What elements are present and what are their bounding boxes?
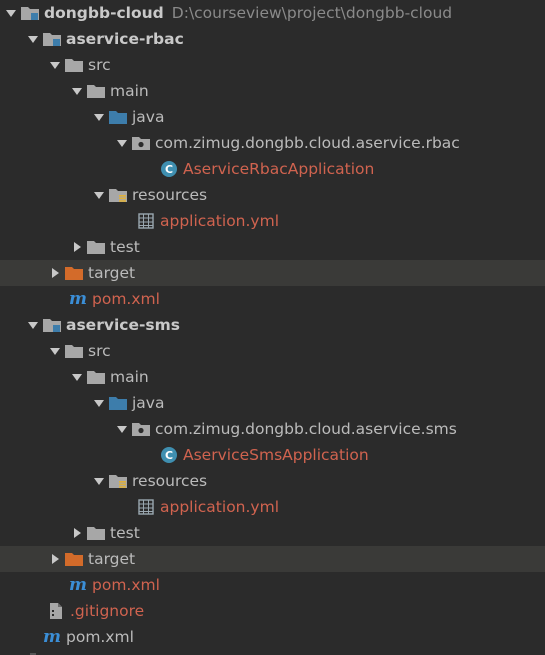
tree-node-gitignore[interactable]: .gitignore xyxy=(0,598,545,624)
tree-node-rbac-resources[interactable]: resources xyxy=(0,182,545,208)
excluded-folder-icon xyxy=(64,549,84,569)
tree-node-rbac-config[interactable]: application.yml xyxy=(0,208,545,234)
chevron-down-icon[interactable] xyxy=(24,312,42,338)
tree-node-sms-test[interactable]: test xyxy=(0,520,545,546)
git-file-icon xyxy=(46,601,66,621)
gitignore-label: .gitignore xyxy=(70,602,145,620)
tree-node-sms-pom[interactable]: m pom.xml xyxy=(0,572,545,598)
tree-node-sms-src[interactable]: src xyxy=(0,338,545,364)
module-folder-icon xyxy=(20,3,40,23)
folder-icon xyxy=(64,341,84,361)
chevron-down-icon[interactable] xyxy=(46,52,64,78)
folder-icon xyxy=(86,81,106,101)
module-folder-icon xyxy=(42,315,62,335)
sms-main-label: main xyxy=(110,368,149,386)
maven-icon: m xyxy=(69,289,87,309)
sms-resources-label: resources xyxy=(132,472,208,490)
chevron-down-icon[interactable] xyxy=(68,78,86,104)
rbac-config-label: application.yml xyxy=(160,212,280,230)
rbac-module-name: aservice-rbac xyxy=(66,30,184,48)
rbac-target-label: target xyxy=(88,264,136,282)
root-path: D:\courseview\project\dongbb-cloud xyxy=(171,4,453,22)
yml-file-icon xyxy=(136,211,156,231)
rbac-test-label: test xyxy=(110,238,140,256)
tree-node-rbac-target[interactable]: target xyxy=(0,260,545,286)
chevron-right-icon[interactable] xyxy=(68,234,86,260)
rbac-pom-label: pom.xml xyxy=(92,290,160,308)
yml-file-icon xyxy=(136,497,156,517)
folder-icon xyxy=(64,55,84,75)
folder-icon xyxy=(86,237,106,257)
sms-java-label: java xyxy=(132,394,165,412)
sms-app-class-label: AserviceSmsApplication xyxy=(183,446,369,464)
tree-node-sms-target[interactable]: target xyxy=(0,546,545,572)
spring-class-icon: C xyxy=(159,445,179,465)
tree-node-sms-main[interactable]: main xyxy=(0,364,545,390)
resources-folder-icon xyxy=(108,471,128,491)
root-name: dongbb-cloud xyxy=(44,4,164,22)
chevron-down-icon[interactable] xyxy=(90,182,108,208)
tree-node-rbac-package[interactable]: com.zimug.dongbb.cloud.aservice.rbac xyxy=(0,130,545,156)
folder-icon xyxy=(86,523,106,543)
tree-node-root[interactable]: dongbb-cloud D:\courseview\project\dongb… xyxy=(0,0,545,26)
sms-package-label: com.zimug.dongbb.cloud.aservice.sms xyxy=(155,420,457,438)
tree-node-rbac-test[interactable]: test xyxy=(0,234,545,260)
tree-node-rbac-module[interactable]: aservice-rbac xyxy=(0,26,545,52)
sms-pom-label: pom.xml xyxy=(92,576,160,594)
rbac-java-label: java xyxy=(132,108,165,126)
maven-icon: m xyxy=(43,627,61,647)
tree-node-sms-module[interactable]: aservice-sms xyxy=(0,312,545,338)
chevron-down-icon[interactable] xyxy=(90,468,108,494)
rbac-main-label: main xyxy=(110,82,149,100)
package-icon xyxy=(131,133,151,153)
chevron-down-icon[interactable] xyxy=(68,364,86,390)
package-icon xyxy=(131,419,151,439)
source-folder-icon xyxy=(108,107,128,127)
tree-node-rbac-main[interactable]: main xyxy=(0,78,545,104)
rbac-app-class-label: AserviceRbacApplication xyxy=(183,160,375,178)
tree-node-sms-package[interactable]: com.zimug.dongbb.cloud.aservice.sms xyxy=(0,416,545,442)
scroll-indicator xyxy=(30,653,36,655)
tree-node-sms-app-class[interactable]: C AserviceSmsApplication xyxy=(0,442,545,468)
module-folder-icon xyxy=(42,29,62,49)
sms-module-name: aservice-sms xyxy=(66,316,180,334)
chevron-right-icon[interactable] xyxy=(68,520,86,546)
chevron-down-icon[interactable] xyxy=(2,0,20,26)
tree-node-sms-java[interactable]: java xyxy=(0,390,545,416)
source-folder-icon xyxy=(108,393,128,413)
maven-icon: m xyxy=(69,575,87,595)
chevron-down-icon[interactable] xyxy=(113,416,131,442)
tree-node-rbac-src[interactable]: src xyxy=(0,52,545,78)
resources-folder-icon xyxy=(108,185,128,205)
spring-class-icon: C xyxy=(159,159,179,179)
folder-icon xyxy=(86,367,106,387)
tree-node-rbac-app-class[interactable]: C AserviceRbacApplication xyxy=(0,156,545,182)
tree-node-rbac-java[interactable]: java xyxy=(0,104,545,130)
sms-test-label: test xyxy=(110,524,140,542)
chevron-down-icon[interactable] xyxy=(113,130,131,156)
tree-node-sms-config[interactable]: application.yml xyxy=(0,494,545,520)
tree-node-sms-resources[interactable]: resources xyxy=(0,468,545,494)
chevron-down-icon[interactable] xyxy=(46,338,64,364)
rbac-package-label: com.zimug.dongbb.cloud.aservice.rbac xyxy=(155,134,460,152)
sms-config-label: application.yml xyxy=(160,498,280,516)
sms-src-label: src xyxy=(88,342,111,360)
rbac-src-label: src xyxy=(88,56,111,74)
tree-node-root-pom[interactable]: m pom.xml xyxy=(0,624,545,650)
chevron-down-icon[interactable] xyxy=(90,104,108,130)
excluded-folder-icon xyxy=(64,263,84,283)
chevron-down-icon[interactable] xyxy=(24,26,42,52)
rbac-resources-label: resources xyxy=(132,186,208,204)
chevron-right-icon[interactable] xyxy=(46,260,64,286)
sms-target-label: target xyxy=(88,550,136,568)
root-pom-label: pom.xml xyxy=(66,628,134,646)
chevron-down-icon[interactable] xyxy=(90,390,108,416)
tree-node-rbac-pom[interactable]: m pom.xml xyxy=(0,286,545,312)
chevron-right-icon[interactable] xyxy=(46,546,64,572)
